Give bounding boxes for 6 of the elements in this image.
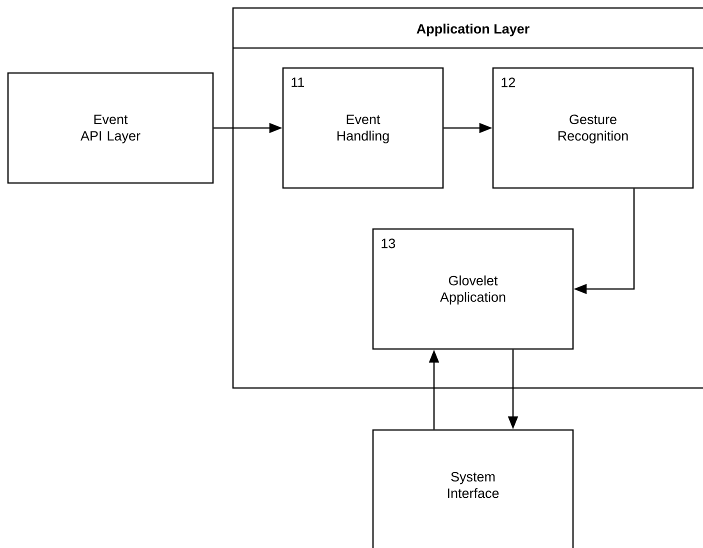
- step-number: 13: [382, 238, 396, 248]
- step-number: 11: [292, 78, 304, 87]
- process-box: Event API Layer: [7, 72, 214, 184]
- container-title: Application Layer: [416, 24, 530, 36]
- process-box: System Interface: [372, 429, 574, 548]
- step-number: 12: [502, 78, 515, 88]
